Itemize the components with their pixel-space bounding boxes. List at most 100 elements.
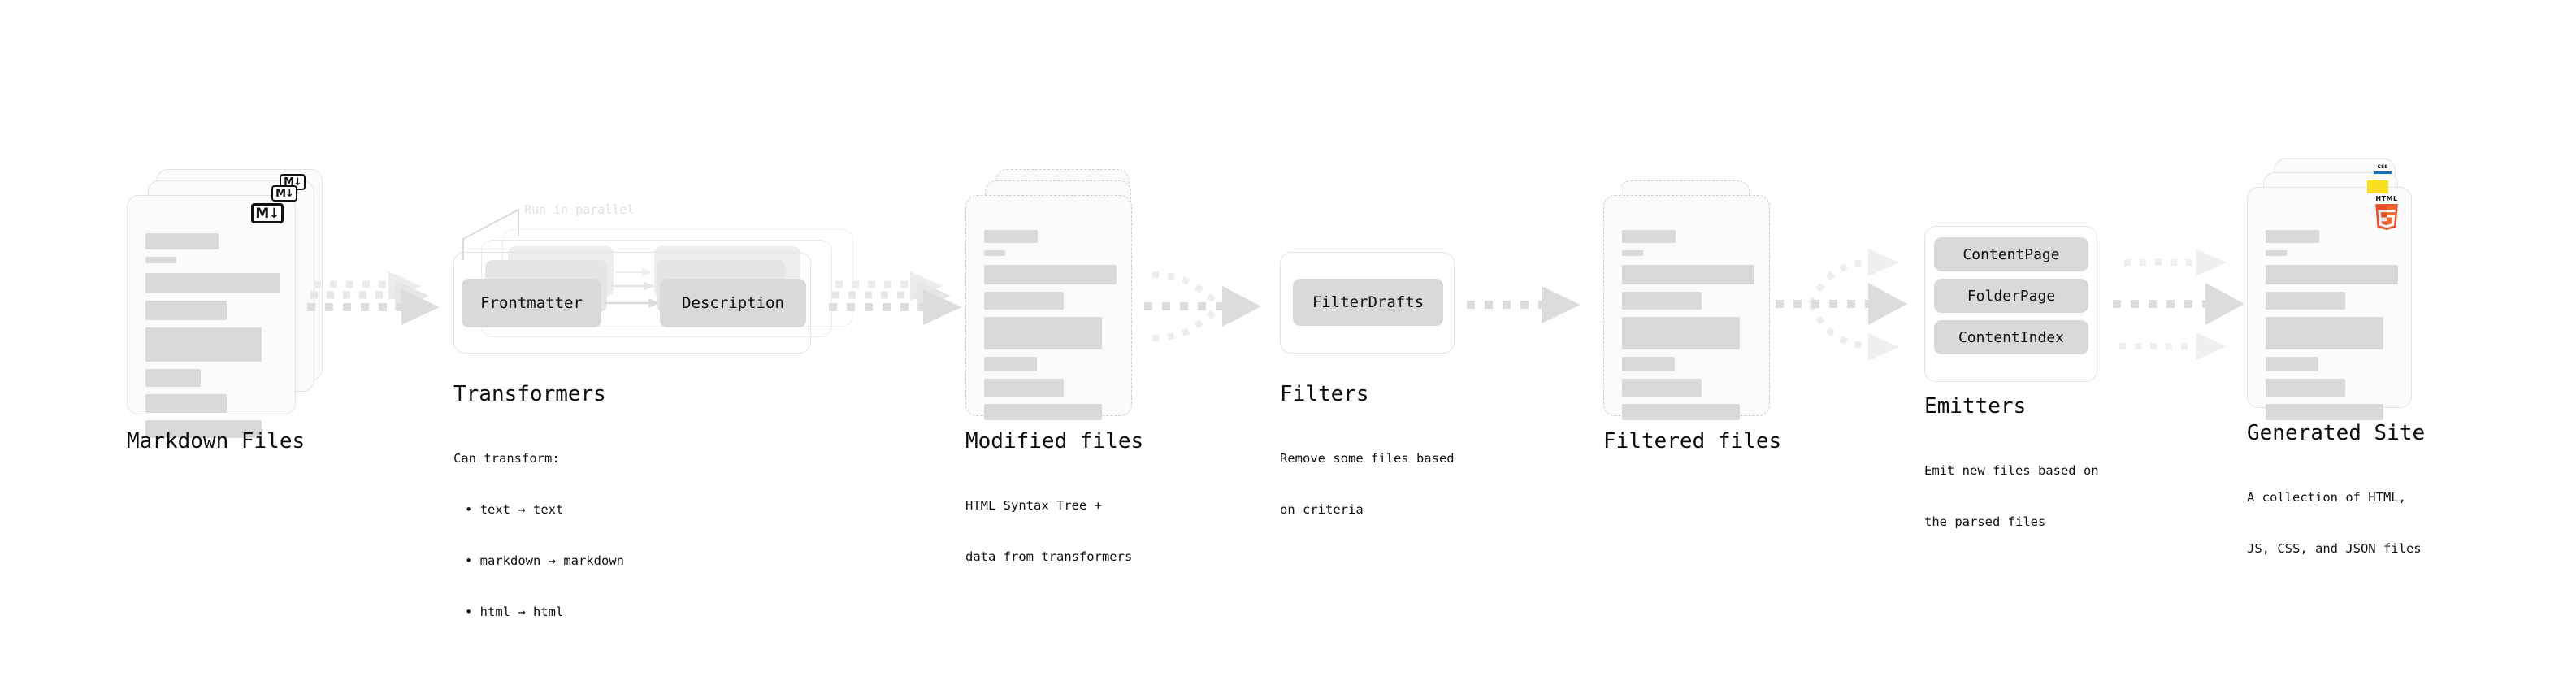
- html5-badge-icon: HTML: [2373, 195, 2400, 231]
- emitter-node-contentpage[interactable]: ContentPage: [1934, 237, 2088, 271]
- markdown-card-front: [127, 195, 296, 438]
- doc-bar: [145, 394, 227, 413]
- run-in-parallel-bracket: [462, 209, 519, 260]
- modified-card-bars: [984, 230, 1117, 427]
- subtitle-line: Emit new files based on: [1924, 463, 2099, 478]
- stage-subtitle-modified-files: HTML Syntax Tree + data from transformer…: [965, 463, 1132, 600]
- doc-bar: [145, 233, 219, 249]
- arrow-filtered-to-emitters: [1776, 249, 1907, 361]
- doc-bar: [2266, 292, 2345, 310]
- subtitle-line: • markdown → markdown: [465, 553, 624, 568]
- transformer-node-label: Frontmatter: [480, 294, 583, 312]
- stage-subtitle-filters: Remove some files based on criteria: [1280, 416, 1455, 553]
- doc-bar: [2266, 404, 2383, 420]
- doc-bar: [1622, 404, 1740, 420]
- doc-bar: [984, 379, 1064, 397]
- stage-subtitle-transformers: Can transform: • text → text • markdown …: [453, 416, 624, 655]
- subtitle-line: • text → text: [465, 502, 564, 517]
- doc-bar: [1622, 379, 1702, 397]
- subtitle-line: JS, CSS, and JSON files: [2247, 541, 2422, 556]
- doc-bar: [2266, 265, 2398, 284]
- arrow-markdown-to-transformers: [307, 271, 440, 325]
- doc-bar: [1622, 357, 1675, 371]
- markdown-badge-label: M↓: [275, 187, 294, 200]
- doc-bar: [2266, 379, 2345, 397]
- filter-node-label: FilterDrafts: [1312, 293, 1425, 311]
- emitters-box: [1924, 226, 2097, 382]
- arrow-emitters-to-site: [2113, 249, 2244, 360]
- filters-box: [1280, 252, 1455, 354]
- subtitle-line: the parsed files: [1924, 514, 2046, 529]
- doc-bar: [1622, 265, 1754, 284]
- site-card-front-html: [2247, 187, 2412, 420]
- doc-bar: [984, 357, 1037, 371]
- modified-card-front: [965, 195, 1132, 420]
- subtitle-line: on criteria: [1280, 502, 1364, 517]
- markdown-badge-icon: M↓: [271, 185, 297, 202]
- emitter-node-folderpage[interactable]: FolderPage: [1934, 279, 2088, 313]
- doc-bar: [984, 404, 1102, 420]
- filter-node-filterdrafts[interactable]: FilterDrafts: [1293, 279, 1443, 326]
- stage-title-modified-files: Modified files: [965, 429, 1144, 453]
- doc-bar: [2266, 317, 2383, 349]
- arrow-modified-to-filters: [1144, 271, 1261, 341]
- arrow-transformers-to-modified: [829, 271, 961, 325]
- emitter-node-label: FolderPage: [1967, 287, 2056, 305]
- doc-bar: [1622, 250, 1643, 256]
- transformer-arrow-front: [605, 298, 660, 308]
- subtitle-line: HTML Syntax Tree +: [965, 498, 1102, 513]
- doc-bar: [145, 257, 176, 263]
- stage-title-transformers: Transformers: [453, 382, 606, 406]
- markdown-badge-label: M↓: [255, 205, 280, 222]
- subtitle-line: Can transform:: [453, 451, 560, 466]
- html5-badge-word: HTML: [2375, 195, 2398, 202]
- html5-shield-icon: [2375, 204, 2398, 230]
- doc-bar: [1622, 230, 1676, 243]
- doc-bar: [1622, 317, 1740, 349]
- stage-subtitle-generated-site: A collection of HTML, JS, CSS, and JSON …: [2247, 455, 2422, 592]
- stage-title-emitters: Emitters: [1924, 394, 2027, 419]
- doc-bar: [1622, 292, 1702, 310]
- doc-bar: [984, 292, 1064, 310]
- arrow-filters-to-filtered: [1467, 286, 1581, 323]
- doc-bar: [145, 420, 262, 438]
- emitter-node-label: ContentPage: [1962, 245, 2060, 263]
- doc-bar: [984, 317, 1102, 349]
- transformer-arrow-ghost-1: [611, 281, 655, 291]
- stage-title-generated-site: Generated Site: [2247, 421, 2426, 445]
- run-in-parallel-label: Run in parallel: [524, 202, 635, 217]
- doc-bar: [145, 301, 227, 320]
- emitter-node-label: ContentIndex: [1958, 328, 2065, 346]
- doc-bar: [145, 327, 262, 362]
- transformer-node-description[interactable]: Description: [660, 279, 806, 327]
- filtered-card-front: [1603, 195, 1770, 420]
- css-badge-icon: [2374, 171, 2392, 174]
- doc-bar: [2266, 357, 2318, 371]
- stage-title-markdown-files: Markdown Files: [127, 429, 306, 453]
- subtitle-line: data from transformers: [965, 549, 1133, 564]
- emitter-node-contentindex[interactable]: ContentIndex: [1934, 320, 2088, 354]
- doc-bar: [2266, 250, 2287, 256]
- filtered-card-bars: [1622, 230, 1754, 427]
- stage-title-filtered-files: Filtered files: [1603, 429, 1782, 453]
- stage-title-filters: Filters: [1280, 382, 1369, 406]
- doc-bar: [2266, 230, 2319, 243]
- doc-bar: [984, 230, 1038, 243]
- doc-bar: [145, 369, 201, 387]
- css-badge-label: CSS: [2377, 164, 2388, 170]
- doc-bar: [145, 273, 280, 293]
- transformer-node-label: Description: [682, 294, 784, 312]
- subtitle-line: • html → html: [465, 605, 564, 619]
- transformers-box-front: [453, 252, 811, 354]
- doc-bar: [984, 250, 1005, 256]
- site-card-bars: [2266, 230, 2398, 427]
- markdown-card-bars: [145, 233, 280, 445]
- doc-bar: [984, 265, 1117, 284]
- markdown-badge-icon: M↓: [251, 203, 284, 223]
- subtitle-line: Remove some files based: [1280, 451, 1455, 466]
- javascript-badge-icon: [2367, 180, 2388, 193]
- markdown-badge-label: M↓: [284, 176, 302, 189]
- transformer-arrow-ghost-2: [616, 268, 652, 276]
- transformer-node-frontmatter[interactable]: Frontmatter: [462, 279, 601, 327]
- subtitle-line: A collection of HTML,: [2247, 490, 2406, 505]
